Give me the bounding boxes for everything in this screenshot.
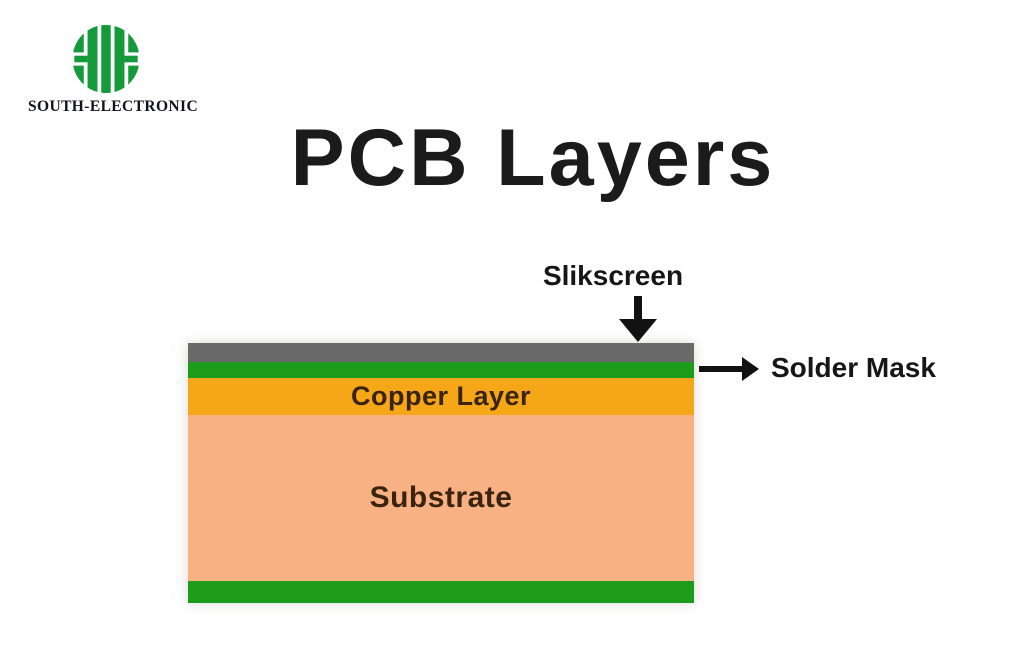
down-arrow-icon	[634, 296, 642, 321]
right-arrow-head-icon	[742, 357, 759, 381]
south-electronic-logo-icon	[72, 24, 140, 94]
page-title: PCB Layers	[290, 113, 776, 203]
layer-label-copper: Copper Layer	[350, 381, 532, 411]
brand-name: SOUTH-ELECTRONIC	[28, 98, 199, 115]
layer-substrate: Substrate	[188, 415, 694, 581]
layer-copper: Copper Layer	[188, 378, 694, 415]
layer-silkscreen	[188, 343, 694, 362]
right-arrow-icon	[699, 366, 744, 372]
solder-mask-annotation-label: Solder Mask	[771, 352, 936, 383]
layer-solder-mask-top	[188, 362, 694, 378]
down-arrow-head-icon	[619, 319, 657, 342]
logo: SOUTH-ELECTRONIC	[28, 24, 199, 116]
layer-solder-mask-bottom	[188, 581, 694, 603]
layer-label-substrate: Substrate	[369, 481, 513, 514]
silkscreen-annotation-label: Slikscreen	[542, 260, 684, 291]
